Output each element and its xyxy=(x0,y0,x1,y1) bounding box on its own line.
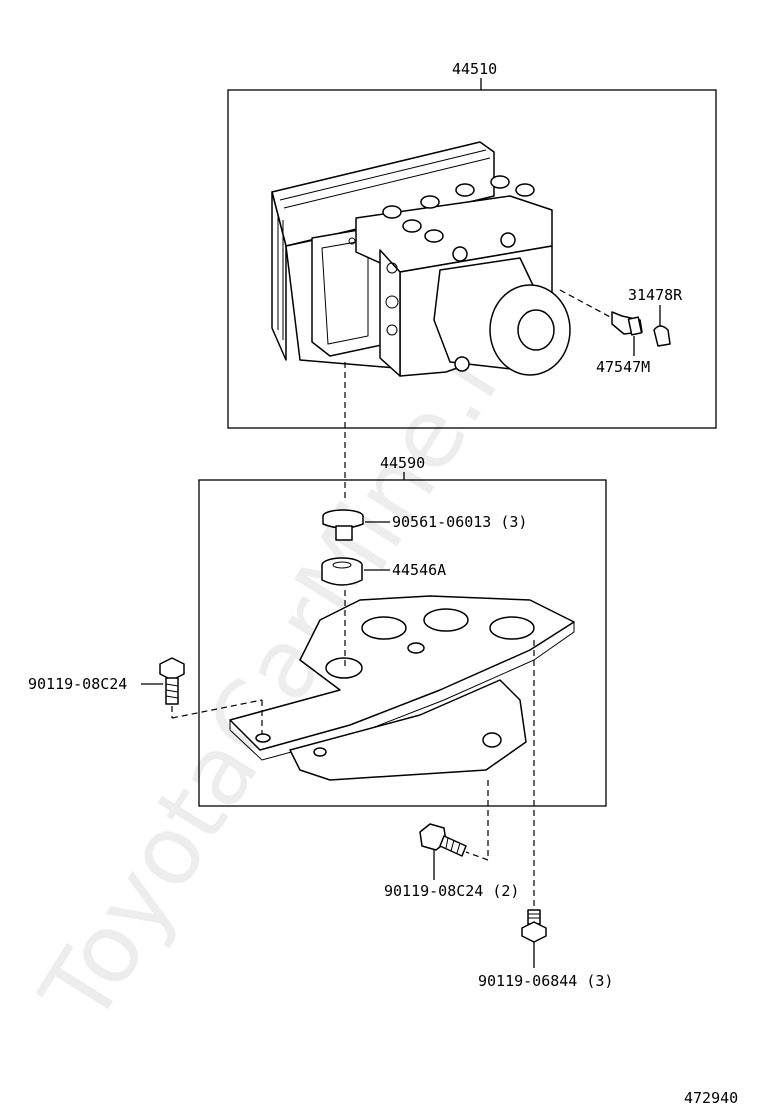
pump-motor xyxy=(433,232,571,376)
actuator-group: 44510 xyxy=(227,60,717,429)
bottom-bolt-icon[interactable] xyxy=(419,823,467,857)
cushion-icon[interactable] xyxy=(321,557,363,586)
collar-icon[interactable] xyxy=(322,509,364,541)
left-bolt-icon[interactable] xyxy=(159,657,185,705)
label-44546A[interactable]: 44546A xyxy=(392,561,446,579)
bracket-group: 44590 90561-06013 (3) 44546A xyxy=(28,454,607,910)
bracket-frame xyxy=(198,479,607,807)
sensor-cap-icon[interactable] xyxy=(653,325,671,347)
label-90561-06013[interactable]: 90561-06013 (3) xyxy=(392,513,527,531)
label-90119-06844[interactable]: 90119-06844 (3) xyxy=(478,972,613,990)
lower-bolt-icon[interactable] xyxy=(521,909,547,943)
label-47547M[interactable]: 47547M xyxy=(596,358,650,376)
label-44590[interactable]: 44590 xyxy=(380,454,425,472)
label-31478R[interactable]: 31478R xyxy=(628,286,683,304)
bleeder-plug-icon[interactable] xyxy=(611,311,643,336)
abs-actuator-drawing[interactable] xyxy=(271,141,571,377)
brake-line-ports xyxy=(382,175,535,243)
label-90119-08C24-left[interactable]: 90119-08C24 xyxy=(28,675,127,693)
bottom-bolts-group: 90119-08C24 (2) 90119-06844 (3) xyxy=(384,780,613,990)
mounting-bracket-drawing[interactable] xyxy=(229,595,575,781)
actuator-frame xyxy=(227,89,717,429)
figure-number: 472940 xyxy=(684,1089,738,1107)
label-90119-08C24-bottom[interactable]: 90119-08C24 (2) xyxy=(384,882,519,900)
label-44510[interactable]: 44510 xyxy=(452,60,497,78)
